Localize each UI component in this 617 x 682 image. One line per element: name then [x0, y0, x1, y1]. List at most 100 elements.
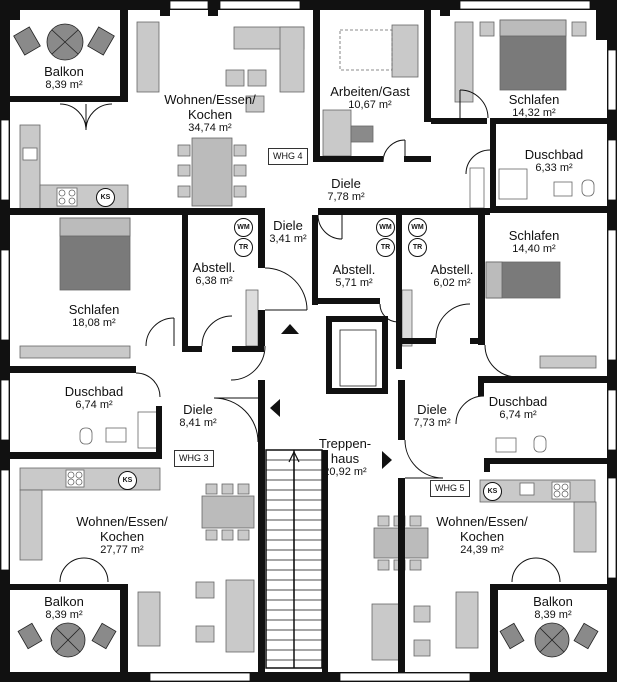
room-area: 24,39 m² [460, 544, 504, 556]
room-area: 7,78 m² [327, 191, 365, 203]
room-name: Diele [331, 176, 361, 191]
room-label-abstell-638: Abstell.6,38 m² [193, 260, 236, 288]
room-area: 27,77 m² [100, 544, 144, 556]
room-name: Abstell. [192, 260, 236, 275]
room-name: Wohnen/Essen/ Kochen [436, 514, 528, 544]
shower-icon [498, 168, 528, 200]
room-area: 5,71 m² [335, 277, 373, 289]
office-chair-icon [350, 125, 374, 143]
sofa-icon [225, 26, 305, 113]
stove-icon [56, 187, 78, 207]
arrow-up-icon [281, 324, 299, 334]
direction-arrows [270, 324, 392, 469]
bed-icon [485, 261, 597, 369]
dryer-badge: TR [408, 238, 427, 257]
sink-icon [519, 482, 535, 496]
room-area: 34,74 m² [188, 122, 232, 134]
dryer-badge: TR [234, 238, 253, 257]
room-area: 6,33 m² [535, 162, 573, 174]
room-name: Diele [183, 402, 213, 417]
sink-icon [553, 181, 573, 197]
balcony-table-icon [13, 23, 115, 61]
fridge-badge: KS [118, 471, 137, 490]
room-area: 8,41 m² [179, 417, 217, 429]
room-area: 8,39 m² [45, 609, 83, 621]
sink-icon [495, 437, 517, 453]
room-name: Schlafen [68, 302, 120, 317]
sofa-icon [339, 24, 419, 78]
door-swing-icon [59, 89, 561, 583]
dining-table-icon [177, 137, 247, 207]
room-name: Duschbad [524, 147, 584, 162]
room-name: Wohnen/Essen/ Kochen [76, 514, 168, 544]
room-area: 18,08 m² [72, 317, 116, 329]
toilet-icon [581, 179, 595, 197]
bed-icon [454, 19, 587, 103]
room-area: 6,74 m² [499, 409, 537, 421]
room-name: Arbeiten/Gast [330, 84, 410, 99]
room-area: 6,74 m² [75, 399, 113, 411]
unit-tag-whg5: WHG 5 [430, 480, 470, 497]
desk-icon [322, 109, 352, 157]
room-area: 6,38 m² [195, 275, 233, 287]
bed-icon [19, 217, 131, 359]
room-area: 14,32 m² [512, 107, 556, 119]
toilet-icon [79, 427, 93, 445]
toilet-icon [533, 435, 547, 453]
room-name: Schlafen [508, 92, 560, 107]
sofa-icon [371, 591, 479, 661]
stair-arrow-icon [288, 450, 300, 463]
washer-badge: WM [234, 218, 253, 237]
balcony-table-icon [499, 622, 599, 658]
room-area: 20,92 m² [323, 466, 367, 478]
dining-table-icon [201, 483, 255, 541]
room-name: Duschbad [64, 384, 124, 399]
room-name: Diele [417, 402, 447, 417]
staircase [265, 449, 323, 669]
washer-badge: WM [408, 218, 427, 237]
fridge-badge: KS [96, 188, 115, 207]
room-name: Treppen- haus [318, 436, 372, 466]
room-area: 8,39 m² [534, 609, 572, 621]
sink-icon [105, 427, 127, 443]
unit-tag-whg4: WHG 4 [268, 148, 308, 165]
room-label-abstell-571: Abstell.5,71 m² [333, 262, 376, 290]
room-name: Balkon [44, 594, 84, 609]
dryer-badge: TR [376, 238, 395, 257]
stove-icon [551, 481, 571, 500]
stove-icon [65, 469, 85, 488]
room-area: 8,39 m² [45, 79, 83, 91]
room-area: 7,73 m² [413, 417, 451, 429]
room-area: 14,40 m² [512, 243, 556, 255]
room-area: 3,41 m² [269, 233, 307, 245]
room-area: 10,67 m² [348, 99, 392, 111]
balcony-table-icon [17, 622, 117, 658]
room-name: Wohnen/Essen/ Kochen [164, 92, 256, 122]
sofa-icon [137, 579, 255, 653]
room-name: Abstell. [430, 262, 474, 277]
room-name: Balkon [533, 594, 573, 609]
sink-icon [22, 147, 38, 161]
unit-tag-whg3: WHG 3 [174, 450, 214, 467]
room-label-abstell-602: Abstell.6,02 m² [431, 262, 474, 290]
room-name: Duschbad [488, 394, 548, 409]
room-name: Abstell. [332, 262, 376, 277]
